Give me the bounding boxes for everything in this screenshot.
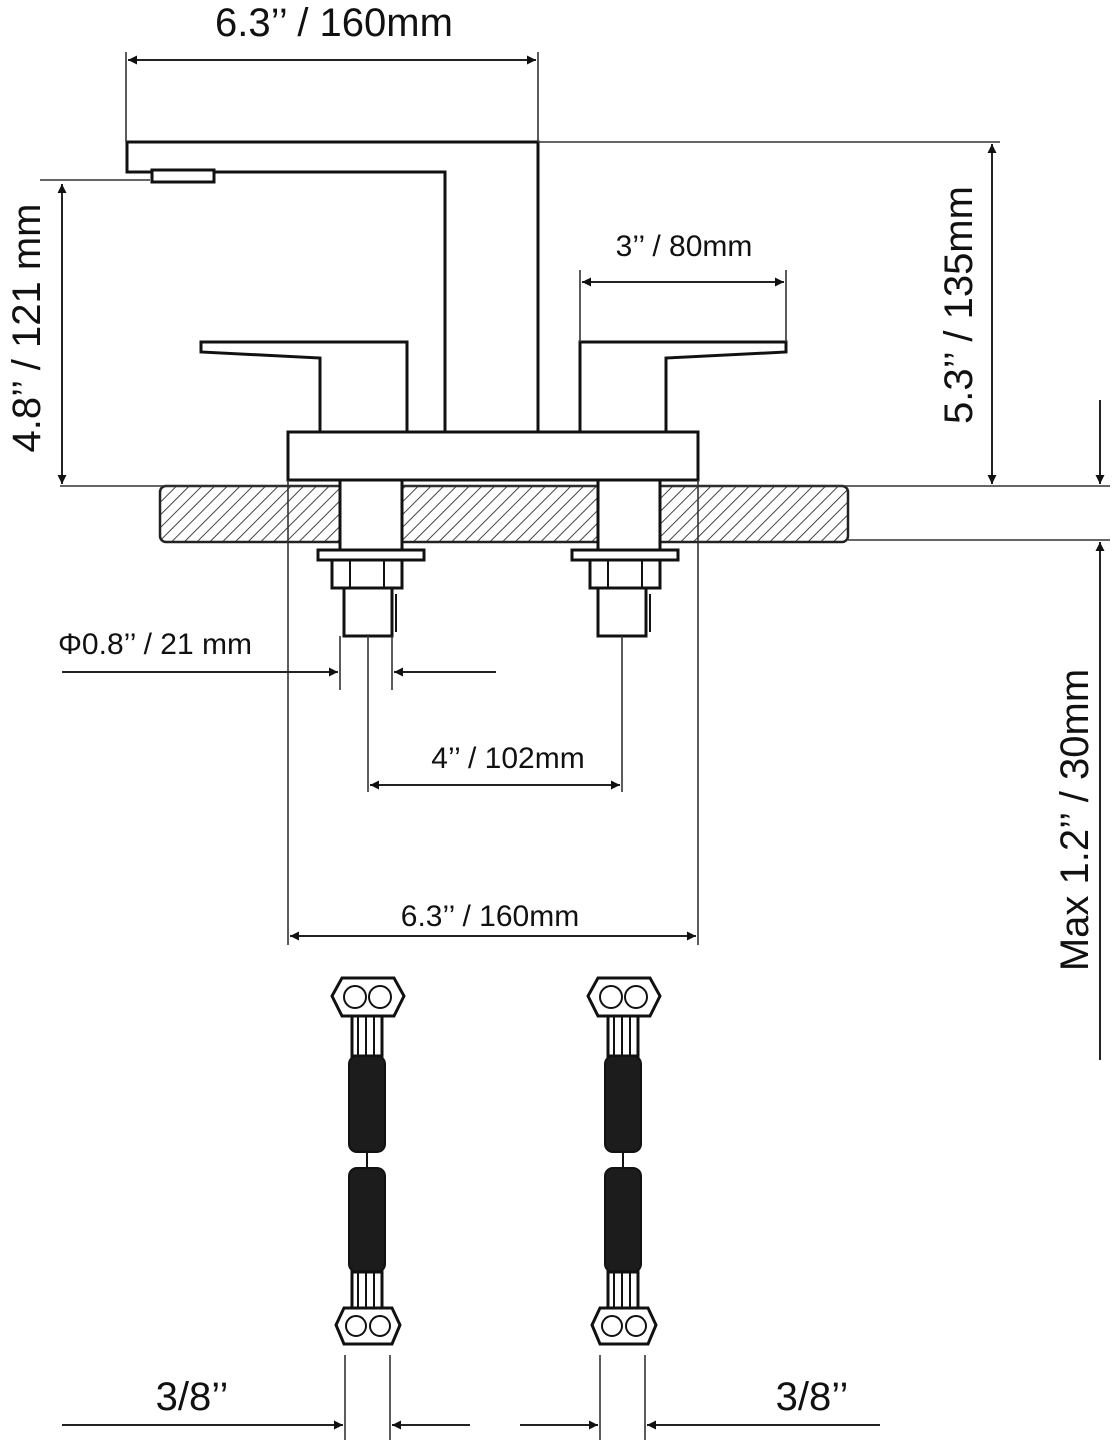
spout-height-label: 4.8’’ / 121 mm [5,203,49,452]
left-supply-hose [330,976,406,1346]
right-handle [578,340,788,434]
dimension-lines [57,55,1105,1430]
left-connector-label: 3/8’’ [156,1375,229,1419]
left-nut [330,558,404,590]
right-supply-hose [586,976,662,1346]
faucet-body [125,140,788,638]
spout-reach-label: 6.3’’ / 160mm [215,1,453,45]
handle-length-label: 3’’ / 80mm [616,230,753,263]
right-nut [588,558,662,590]
base-plate [286,430,700,482]
center-spread-label: 4’’ / 102mm [431,742,584,775]
base-width-label: 6.3’’ / 160mm [401,900,579,933]
right-shank [596,478,662,554]
right-connector-label: 3/8’’ [776,1375,849,1419]
extension-lines [40,52,1000,1440]
shank-diameter-label: Φ0.8’’ / 21 mm [58,628,252,661]
left-inlet [342,586,394,638]
countertop [60,484,1110,544]
aerator [150,168,216,184]
left-handle [199,340,409,434]
right-inlet [596,586,648,638]
total-height-label: 5.3’’ / 135mm [937,186,981,424]
max-deck-thickness-label: Max 1.2’’ / 30mm [1053,669,1097,971]
left-shank [338,478,404,554]
